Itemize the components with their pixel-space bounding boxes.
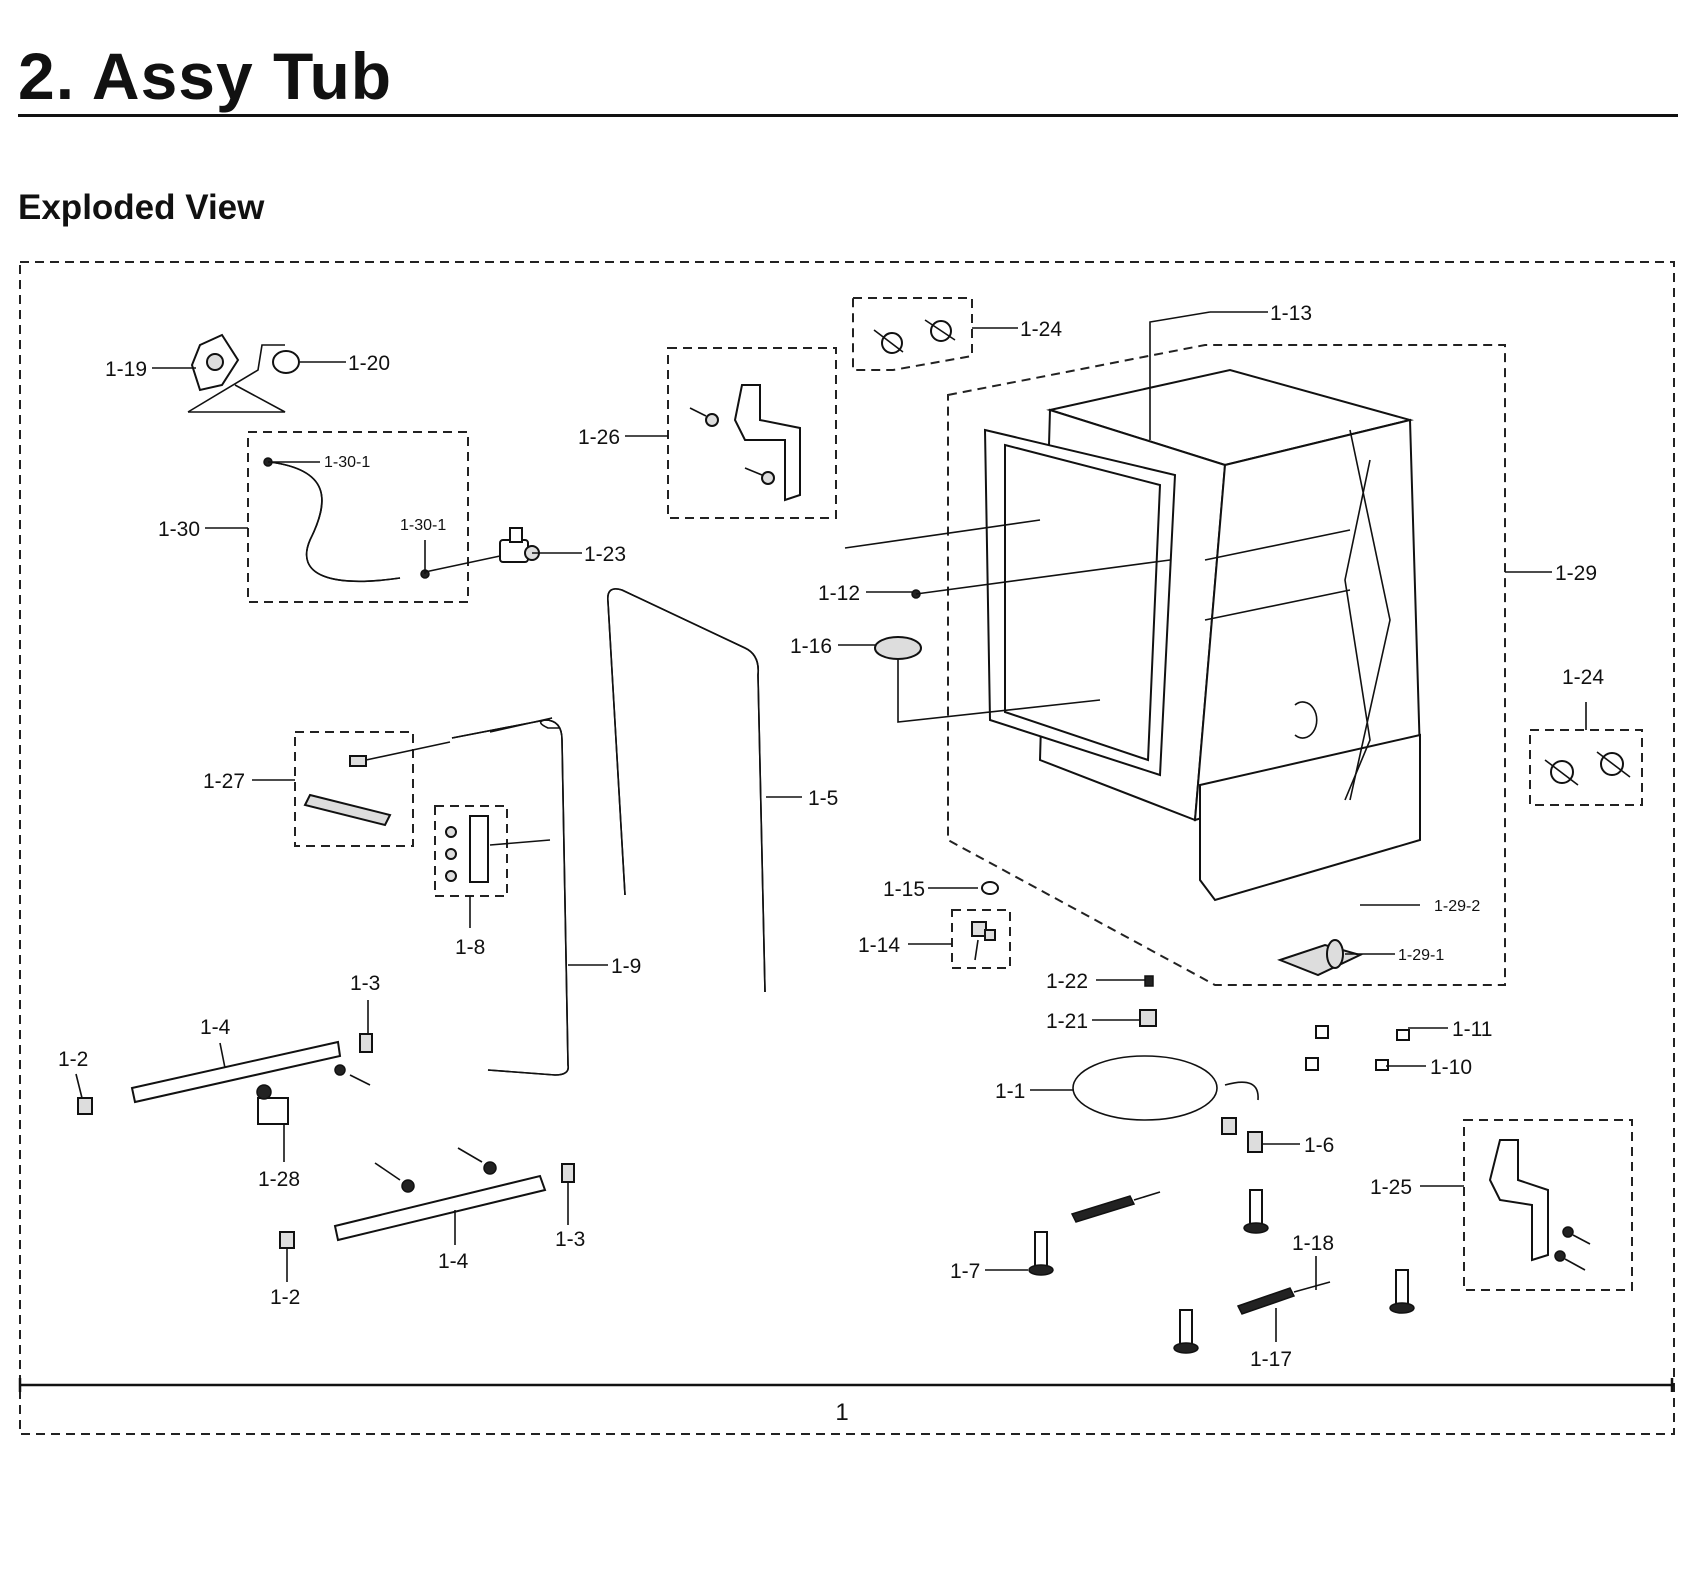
callout-1-2: 1-2 bbox=[270, 1286, 300, 1309]
callout-1-24: 1-24 bbox=[1020, 318, 1062, 341]
section-title: Exploded View bbox=[18, 188, 265, 227]
callout-1-11: 1-11 bbox=[1452, 1018, 1492, 1041]
group-box-1-27 bbox=[294, 731, 414, 847]
callout-1-25: 1-25 bbox=[1370, 1176, 1412, 1199]
part-bolt-mid bbox=[1243, 1189, 1269, 1234]
callout-1-29: 1-29 bbox=[1555, 562, 1597, 585]
group-box-1-29 bbox=[947, 344, 1506, 986]
callout-labels: 1-19 1-20 1-30-1 1-30 1-30-1 1-23 1-26 1… bbox=[58, 302, 1604, 1371]
part-bolt-1-7 bbox=[1028, 1231, 1054, 1276]
part-bracket-1-28 bbox=[256, 1084, 289, 1125]
page-title: 2. Assy Tub bbox=[18, 39, 393, 113]
leader-lines bbox=[75, 311, 1587, 1342]
part-foot-1-29-1 bbox=[1326, 939, 1344, 969]
part-gasket-1-5 bbox=[606, 588, 766, 993]
part-rail-1-4-upper bbox=[130, 1040, 342, 1104]
callout-1-10: 1-10 bbox=[1430, 1056, 1472, 1079]
callout-1-30-1: 1-30-1 bbox=[324, 454, 370, 471]
callout-1-4: 1-4 bbox=[200, 1016, 231, 1039]
part-grommet-1-16 bbox=[874, 636, 922, 660]
part-hinge-bracket-1-26 bbox=[689, 384, 801, 502]
callout-1-29-1: 1-29-1 bbox=[1398, 947, 1444, 964]
leader-extra-1-12 bbox=[915, 559, 1171, 595]
callout-1-8: 1-8 bbox=[455, 936, 485, 959]
part-bracket-1-25 bbox=[1488, 1139, 1591, 1271]
part-cap-1-2-upper bbox=[77, 1097, 93, 1115]
callout-1-29-2: 1-29-2 bbox=[1434, 898, 1480, 915]
part-clip-extra-a bbox=[1315, 1025, 1329, 1039]
callout-1-6: 1-6 bbox=[1304, 1134, 1334, 1157]
part-anchor-mid bbox=[1070, 1191, 1161, 1223]
callout-1-27: 1-27 bbox=[203, 770, 245, 793]
part-switch-1-14 bbox=[971, 921, 996, 961]
assembly-label: 1 bbox=[835, 1399, 848, 1426]
callout-1-4: 1-4 bbox=[438, 1250, 469, 1273]
part-washer-left-a bbox=[334, 1064, 346, 1076]
callout-1-3: 1-3 bbox=[350, 972, 380, 995]
part-washer-left-c bbox=[483, 1161, 497, 1175]
callout-1-24: 1-24 bbox=[1562, 666, 1604, 689]
callout-1-16: 1-16 bbox=[790, 635, 832, 658]
part-inlet-valve bbox=[187, 333, 286, 413]
callout-1-20: 1-20 bbox=[348, 352, 390, 375]
callout-1-7: 1-7 bbox=[950, 1260, 980, 1283]
part-washers-1-24-top bbox=[873, 319, 956, 354]
callout-1-5: 1-5 bbox=[808, 787, 838, 810]
part-stopper-1-3-upper bbox=[359, 1033, 373, 1053]
part-nut-1-21 bbox=[1139, 1009, 1157, 1027]
callout-1-23: 1-23 bbox=[584, 543, 626, 566]
callout-1-13: 1-13 bbox=[1270, 302, 1312, 325]
leader-extra-1-16 bbox=[897, 660, 1101, 723]
callout-1-15: 1-15 bbox=[883, 878, 925, 901]
part-clip-1-27 bbox=[303, 741, 451, 827]
group-box-1-30 bbox=[247, 431, 469, 603]
group-box-1-25 bbox=[1463, 1119, 1633, 1291]
part-rail-1-4-lower bbox=[333, 1174, 547, 1242]
part-heater-1-1 bbox=[1072, 1055, 1259, 1135]
diagram-frame bbox=[19, 261, 1675, 1435]
callout-1-3: 1-3 bbox=[555, 1228, 585, 1251]
part-o-ring bbox=[272, 350, 300, 374]
group-box-1-26 bbox=[667, 347, 837, 519]
callout-1-14: 1-14 bbox=[858, 934, 900, 957]
part-anchor-1-17 bbox=[1236, 1281, 1331, 1315]
callout-1-12: 1-12 bbox=[818, 582, 860, 605]
part-clip-1-10 bbox=[1375, 1059, 1389, 1071]
callout-1-28: 1-28 bbox=[258, 1168, 300, 1191]
part-bolt-low bbox=[1173, 1309, 1199, 1354]
group-box-1-24-top bbox=[852, 297, 973, 371]
callout-1-21: 1-21 bbox=[1046, 1010, 1088, 1033]
part-tub bbox=[983, 368, 1422, 977]
part-washer-left-b bbox=[401, 1179, 415, 1193]
callout-1-30-1: 1-30-1 bbox=[400, 517, 446, 534]
part-screw-1-22 bbox=[1144, 975, 1154, 987]
callout-1-22: 1-22 bbox=[1046, 970, 1088, 993]
part-fitting bbox=[424, 527, 540, 573]
part-hinge-1-8 bbox=[445, 815, 551, 883]
callout-1-1: 1-1 bbox=[995, 1080, 1025, 1103]
callout-1-2: 1-2 bbox=[58, 1048, 88, 1071]
part-stopper-1-3-lower bbox=[561, 1163, 575, 1183]
group-box-1-14 bbox=[951, 909, 1011, 969]
group-box-1-24-right bbox=[1529, 729, 1643, 806]
part-sensor-1-6 bbox=[1247, 1131, 1263, 1153]
callout-1-19: 1-19 bbox=[105, 358, 147, 381]
part-clip-1-15 bbox=[981, 881, 999, 895]
part-clip-1-11 bbox=[1396, 1029, 1410, 1041]
callout-1-30: 1-30 bbox=[158, 518, 200, 541]
part-cap-1-2-lower bbox=[279, 1231, 295, 1249]
part-washers-1-24-right bbox=[1544, 751, 1631, 786]
callout-1-17: 1-17 bbox=[1250, 1348, 1292, 1371]
callout-1-18: 1-18 bbox=[1292, 1232, 1334, 1255]
title-rule bbox=[18, 114, 1678, 117]
part-clip-extra-b bbox=[1305, 1057, 1319, 1071]
part-bolt-right bbox=[1389, 1269, 1415, 1314]
leader-extra-1-12b bbox=[844, 519, 1041, 549]
callout-1-26: 1-26 bbox=[578, 426, 620, 449]
group-box-1-8 bbox=[434, 805, 508, 897]
callout-1-9: 1-9 bbox=[611, 955, 641, 978]
